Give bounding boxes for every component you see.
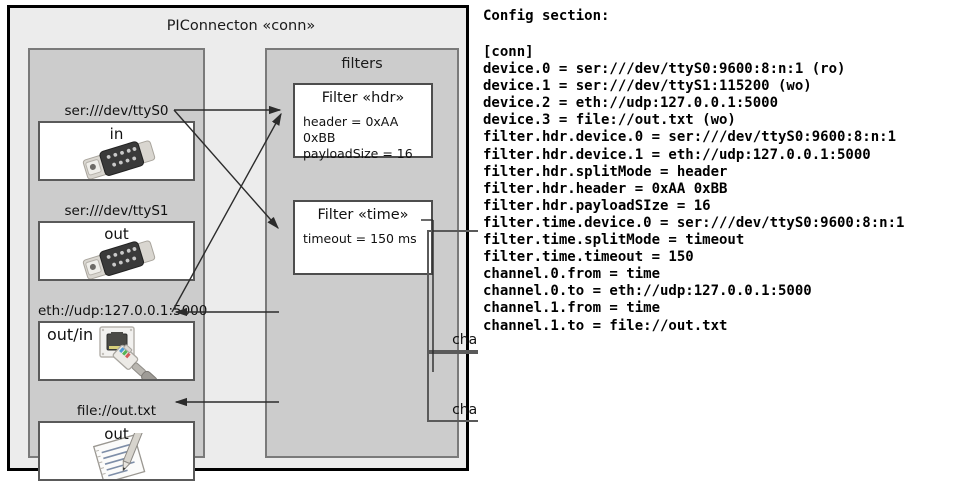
- architecture-diagram: PIConnecton «conn» ser:///dev/ttyS0 in: [0, 0, 546, 484]
- ethernet-jack-icon: [98, 325, 170, 379]
- device-card[interactable]: out/in: [38, 321, 195, 381]
- filter-property: header = 0xAA 0xBB: [303, 114, 399, 145]
- device-card[interactable]: in: [38, 121, 195, 181]
- config-section: Config section: [conn] device.0 = ser://…: [478, 0, 964, 484]
- serial-port-icon: [76, 139, 162, 179]
- device-caption: file://out.txt: [76, 403, 157, 419]
- device-direction-label: out: [104, 225, 129, 243]
- device-serial-ttys1[interactable]: ser:///dev/ttyS1 out: [38, 202, 195, 281]
- filter-title: Filter «time»: [317, 207, 409, 223]
- filter-properties: header = 0xAA 0xBB payloadSize = 16: [303, 114, 431, 162]
- diagram-title: PIConnecton «conn»: [166, 18, 316, 34]
- device-caption: eth://udp:127.0.0.1:5000: [38, 303, 208, 319]
- device-card[interactable]: out: [38, 221, 195, 281]
- filter-property: timeout = 150 ms: [303, 231, 417, 246]
- device-direction-label: in: [109, 125, 124, 143]
- devices-panel: ser:///dev/ttyS0 in: [28, 48, 208, 481]
- filter-hdr-box[interactable]: Filter «hdr» header = 0xAA 0xBB payloadS…: [293, 83, 433, 161]
- device-direction-label: out: [104, 425, 129, 443]
- connector-outer-frame: PIConnecton «conn» ser:///dev/ttyS0 in: [7, 5, 546, 481]
- serial-port-icon: [76, 239, 162, 279]
- device-card[interactable]: out: [38, 421, 195, 481]
- device-caption: ser:///dev/ttyS0: [64, 103, 169, 119]
- device-direction-label: out/in: [47, 325, 94, 344]
- filter-time-box[interactable]: Filter «time» timeout = 150 ms: [293, 200, 433, 275]
- config-text: [conn] device.0 = ser:///dev/ttyS0:9600:…: [483, 44, 905, 334]
- filter-properties: timeout = 150 ms: [303, 231, 417, 247]
- filter-property: payloadSize = 16: [303, 146, 413, 161]
- device-file-out[interactable]: file://out.txt out: [38, 402, 195, 481]
- filters-panel: filters Filter «hdr» header = 0xAA 0xBB …: [265, 48, 546, 458]
- device-caption: ser:///dev/ttyS1: [64, 203, 169, 219]
- device-serial-ttys0[interactable]: ser:///dev/ttyS0 in: [38, 102, 195, 181]
- filter-title: Filter «hdr»: [321, 90, 405, 106]
- config-heading: Config section:: [483, 8, 610, 24]
- filters-panel-title: filters: [341, 56, 383, 72]
- device-ethernet-udp[interactable]: eth://udp:127.0.0.1:5000 out/in: [38, 302, 208, 381]
